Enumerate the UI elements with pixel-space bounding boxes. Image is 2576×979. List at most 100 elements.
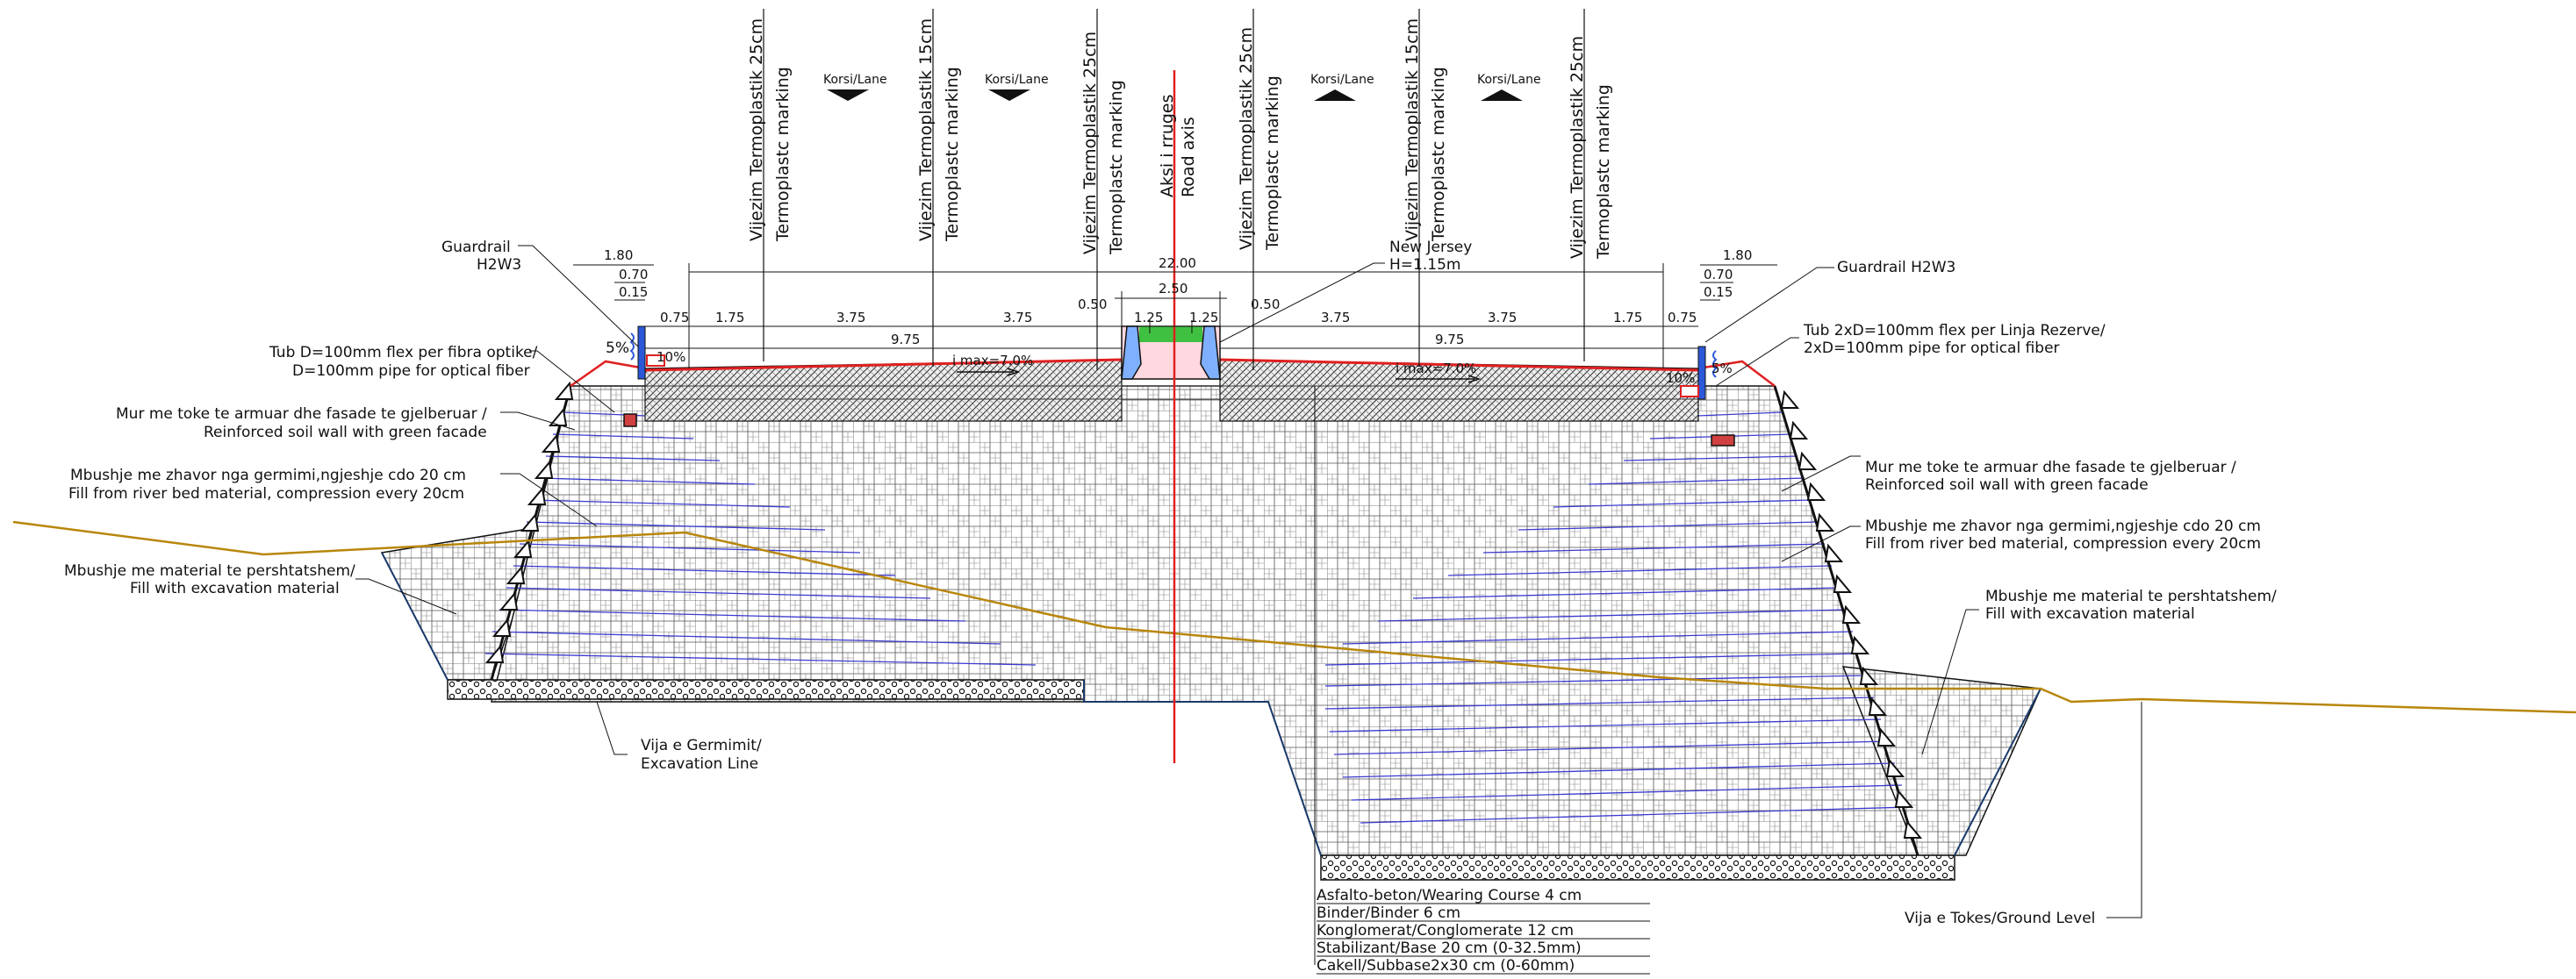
fill-river-right-label-2: Fill from river bed material, compressio…	[1865, 535, 2261, 553]
slope-arrow-right-icon	[957, 368, 1021, 376]
lane-arrow-up-icon	[1314, 89, 1356, 101]
fill-river-left-label-2: Fill from river bed material, compressio…	[68, 485, 464, 503]
dim-seg-r1: 0.50	[1251, 297, 1280, 312]
tub-right-label-2: 2xD=100mm pipe for optical fiber	[1804, 339, 2060, 357]
slope-labels: 5% 10% 5% 10% i max=7.0% i max=7.0%	[606, 339, 1733, 386]
new-jersey-height: H=1.15m	[1389, 256, 1460, 274]
marking-label-2: Vijezim Termoplastik 15cm	[916, 18, 936, 241]
dim-total: 22.00	[1159, 255, 1196, 271]
embankment-body	[380, 385, 2042, 881]
dim-right-015: 0.15	[1704, 284, 1733, 300]
guardrail-left	[629, 325, 665, 380]
wall-right-label-2: Reinforced soil wall with green facade	[1865, 476, 2149, 494]
dim-seg-l3: 3.75	[836, 310, 865, 325]
slope-right-5: 5%	[1711, 361, 1733, 376]
fill-exc-left-label-2: Fill with excavation material	[130, 580, 340, 597]
road-axis-label: Aksi i rruges	[1158, 94, 1177, 197]
dim-half-right: 9.75	[1435, 332, 1464, 347]
lane-arrow-down-icon	[827, 89, 869, 101]
dim-right-070: 0.70	[1704, 267, 1733, 282]
dim-half-left: 9.75	[891, 332, 920, 347]
slope-imax-left: i max=7.0%	[952, 353, 1033, 368]
marking-label-4b: Termoplastc marking	[1263, 75, 1282, 251]
marking-leader-lines	[763, 9, 1585, 370]
lane-label-1: Korsi/Lane	[823, 73, 887, 87]
lane-arrow-up-icon	[1481, 89, 1523, 101]
wall-left-label: Mur me toke te armuar dhe fasade te gjel…	[116, 405, 487, 423]
marking-label-4: Vijezim Termoplastik 25cm	[1237, 27, 1256, 250]
wall-left-label-2: Reinforced soil wall with green facade	[204, 424, 487, 441]
fiber-pipe-left	[623, 413, 637, 427]
fill-exc-left-label: Mbushje me material te pershtatshem/	[64, 562, 355, 580]
lane-label-2: Korsi/Lane	[985, 73, 1049, 87]
dim-seg-l5: 0.50	[1078, 297, 1107, 312]
lane-label-4: Korsi/Lane	[1477, 73, 1541, 87]
marking-label-5: Vijezim Termoplastik 15cm	[1403, 18, 1422, 241]
tub-left-label: Tub D=100mm flex per fibra optike/	[269, 344, 538, 361]
pavement-structure	[570, 358, 1776, 422]
dim-left-shoulder: 1.80	[604, 247, 633, 263]
geogrid-reinforcement	[484, 411, 1910, 824]
dim-median-2: 1.25	[1189, 310, 1218, 325]
dim-seg-l1: 0.75	[660, 310, 689, 325]
lane-arrow-down-icon	[988, 89, 1030, 101]
dim-seg-r2: 3.75	[1321, 310, 1350, 325]
dim-left-070: 0.70	[619, 267, 648, 282]
layer-2: Binder/Binder 6 cm	[1317, 904, 1460, 922]
new-jersey-label: New Jersey	[1389, 239, 1472, 256]
marking-label-6: Vijezim Termoplastik 25cm	[1568, 36, 1587, 259]
marking-label-1: Vijezim Termoplastik 25cm	[747, 18, 766, 241]
slope-imax-right: i max=7.0%	[1396, 361, 1476, 376]
lane-indicators: Korsi/Lane Korsi/Lane Korsi/Lane Korsi/L…	[823, 73, 1541, 101]
fiber-pipe-right	[1711, 434, 1735, 447]
annotations: Guardrail H2W3 New Jersey H=1.15m Guardr…	[64, 239, 2277, 927]
ground-level-label: Vija e Tokes/Ground Level	[1905, 910, 2095, 927]
slope-arrow-right-icon	[1396, 375, 1482, 383]
marking-label-5b: Termoplastc marking	[1429, 67, 1448, 242]
wall-right-label: Mur me toke te armuar dhe fasade te gjel…	[1865, 459, 2236, 476]
reinforced-wall-left	[484, 381, 574, 681]
guardrail-right-label: Guardrail H2W3	[1837, 259, 1955, 276]
guardrail-left-label-2: H2W3	[477, 256, 521, 274]
fill-river-left-label: Mbushje me zhavor nga germimi,ngjeshje c…	[70, 467, 466, 484]
tub-left-label-2: D=100mm pipe for optical fiber	[292, 362, 530, 380]
dimension-values: 22.00 1.80 0.70 0.15 1.80 0.70 0.15 2.50…	[604, 247, 1752, 347]
dim-left-015: 0.15	[619, 284, 648, 300]
layer-5: Cakell/Subbase2x30 cm (0-60mm)	[1317, 957, 1575, 975]
guardrail-left-label: Guardrail	[441, 239, 511, 256]
marking-label-2b: Termoplastc marking	[943, 67, 962, 242]
marking-label-3: Vijezim Termoplastik 25cm	[1080, 32, 1100, 254]
slope-left-10: 10%	[657, 349, 685, 365]
pavement-layers-legend: Asfalto-beton/Wearing Course 4 cm Binder…	[1317, 887, 1650, 975]
layer-4: Stabilizant/Base 20 cm (0-32.5mm)	[1317, 940, 1582, 957]
fill-exc-right-label: Mbushje me material te pershtatshem/	[1985, 588, 2277, 605]
layer-1: Asfalto-beton/Wearing Course 4 cm	[1317, 887, 1582, 904]
dim-seg-r5: 0.75	[1668, 310, 1697, 325]
marking-label-6b: Termoplastc marking	[1594, 84, 1613, 260]
dim-seg-r4: 1.75	[1613, 310, 1642, 325]
excavation-label-2: Excavation Line	[641, 755, 758, 773]
lane-label-3: Korsi/Lane	[1310, 73, 1374, 87]
slope-right-10: 10%	[1666, 370, 1695, 386]
road-axis-label-en: Road axis	[1179, 117, 1198, 197]
dim-right-shoulder: 1.80	[1723, 247, 1752, 263]
dim-seg-r3: 3.75	[1488, 310, 1517, 325]
dim-seg-l4: 3.75	[1003, 310, 1032, 325]
tub-right-label: Tub 2xD=100mm flex per Linja Rezerve/	[1803, 322, 2106, 339]
new-jersey-median	[1121, 325, 1221, 380]
fill-river-right-label: Mbushje me zhavor nga germimi,ngjeshje c…	[1865, 518, 2261, 535]
excavation-label: Vija e Germimit/	[641, 737, 762, 754]
ground-line	[12, 520, 2576, 714]
marking-label-3b: Termoplastc marking	[1107, 80, 1126, 255]
guardrail-right	[1680, 346, 1718, 400]
marking-labels: Vijezim Termoplastik 25cm Termoplastc ma…	[747, 18, 1613, 260]
fill-exc-right-label-2: Fill with excavation material	[1985, 605, 2195, 623]
marking-label-1b: Termoplastc marking	[773, 67, 793, 242]
dimension-lines	[573, 263, 1777, 368]
dim-median-1: 1.25	[1134, 310, 1163, 325]
annotation-leaders	[355, 245, 2142, 965]
dim-median: 2.50	[1159, 281, 1188, 297]
reinforced-wall-right	[1773, 385, 1923, 856]
layer-3: Konglomerat/Conglomerate 12 cm	[1317, 922, 1574, 940]
